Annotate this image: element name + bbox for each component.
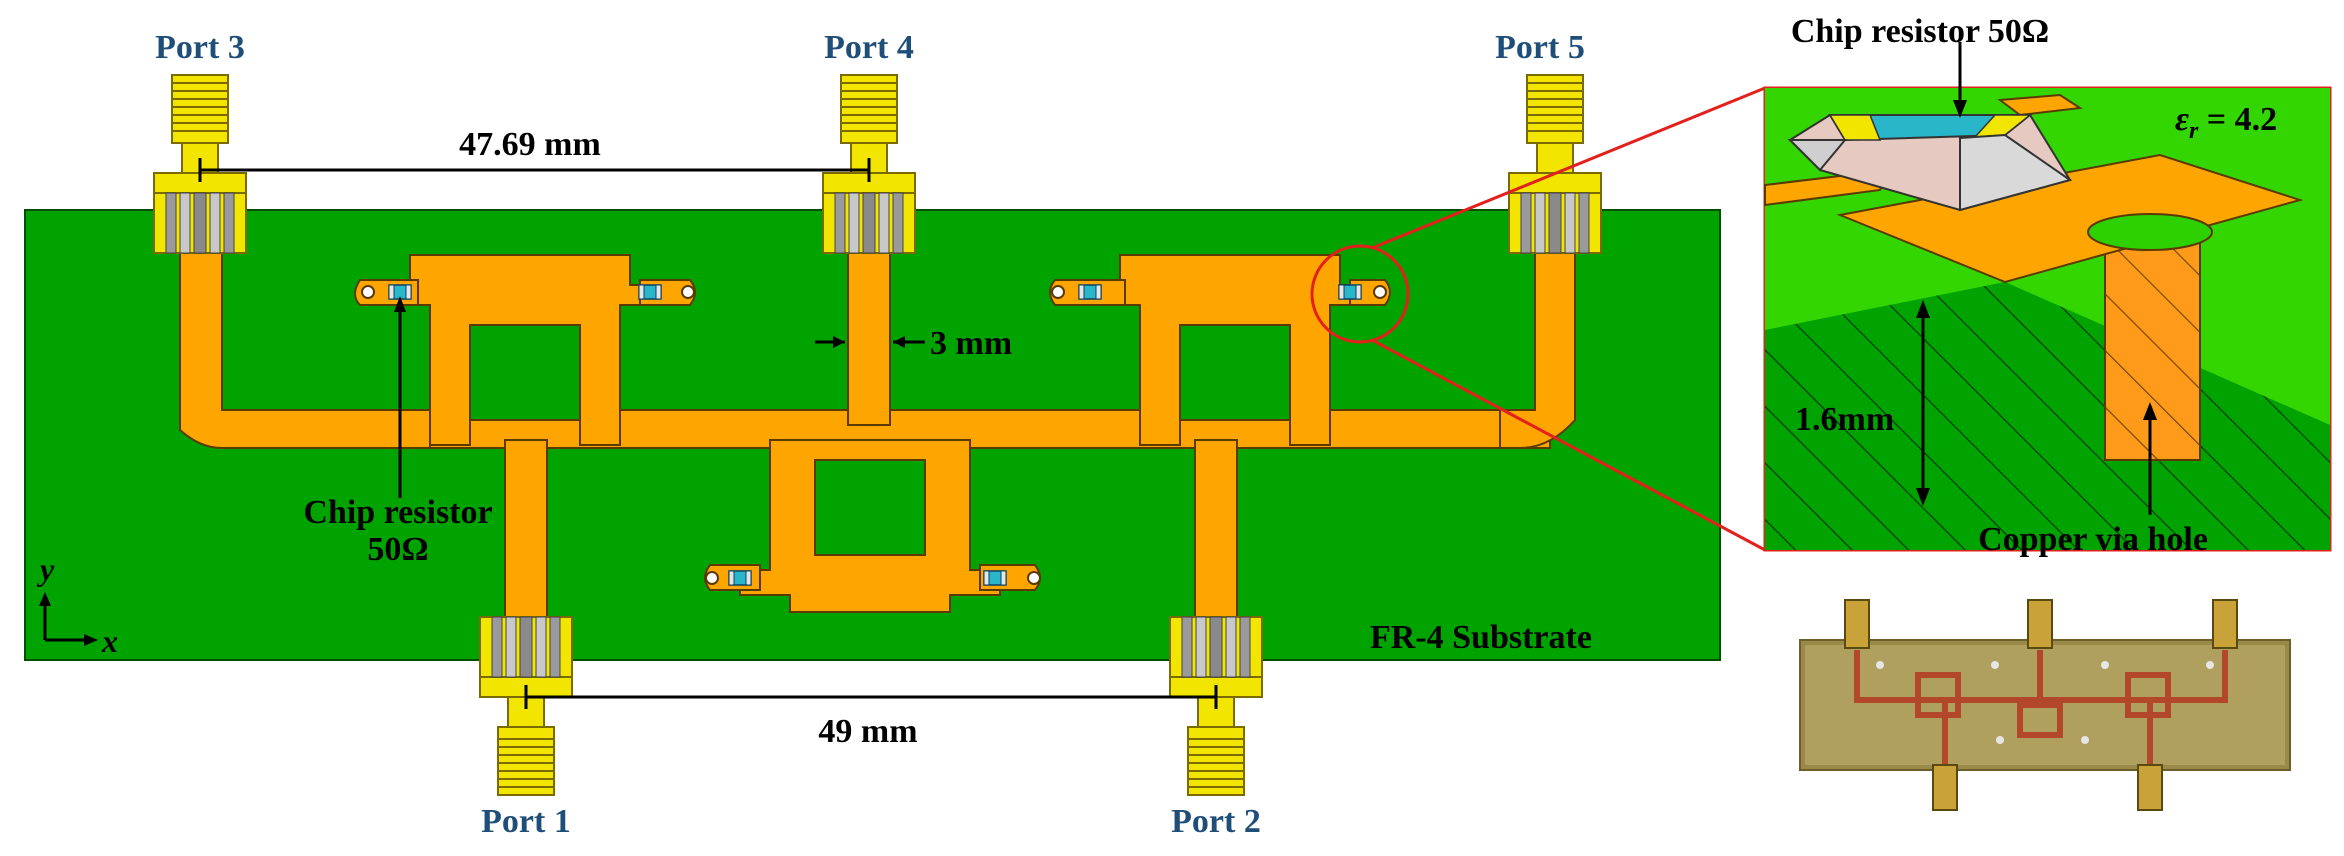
zoom-highlight-circle	[1310, 244, 1410, 344]
axis-x-label: x	[101, 623, 118, 659]
via-hole-label: Copper via hole	[1978, 521, 2208, 558]
chip-resistor-label: Chip resistor	[303, 494, 492, 531]
port-3-label: Port 3	[155, 29, 245, 66]
chip-resistor-value: 50Ω	[367, 531, 428, 568]
arrowheads	[394, 296, 905, 348]
main-board: Port 3 Port 4 Port 5 Port 1 Port 2 47.69…	[24, 29, 1766, 840]
zoom-leader-top	[1371, 86, 1766, 250]
fabricated-board-photo	[1799, 599, 2291, 811]
port-1-label: Port 1	[481, 803, 571, 840]
port-4-label: Port 4	[824, 29, 914, 66]
connector-port-5	[1508, 74, 1602, 254]
chip-resistor-3d	[1787, 114, 2073, 212]
ring-apertures	[469, 324, 1291, 556]
port-5-label: Port 5	[1495, 29, 1585, 66]
bottom-spacing-label: 49 mm	[818, 713, 917, 750]
zoom-chip-resistor-label: Chip resistor 50Ω	[1791, 13, 2049, 50]
port-2-label: Port 2	[1171, 803, 1261, 840]
substrate-cross-section	[1765, 282, 2330, 550]
axis-y-label: y	[36, 551, 55, 587]
line-width-label: 3 mm	[930, 325, 1012, 362]
permittivity-label: εr = 4.2	[2175, 101, 2277, 144]
substrate-label: FR-4 Substrate	[1370, 619, 1592, 656]
pad-vias	[361, 285, 1387, 585]
axis-indicator	[43, 600, 90, 642]
top-spacing-label: 47.69 mm	[459, 126, 601, 163]
zoom-leader-bottom	[1371, 338, 1766, 552]
dimension-lines	[198, 158, 1218, 709]
substrate-thickness-label: 1.6mm	[1795, 401, 1894, 438]
via-hole-section	[2104, 239, 2201, 461]
zoom-inset: Chip resistor 50Ω 1.6mm Copper via hole …	[1763, 13, 2332, 558]
